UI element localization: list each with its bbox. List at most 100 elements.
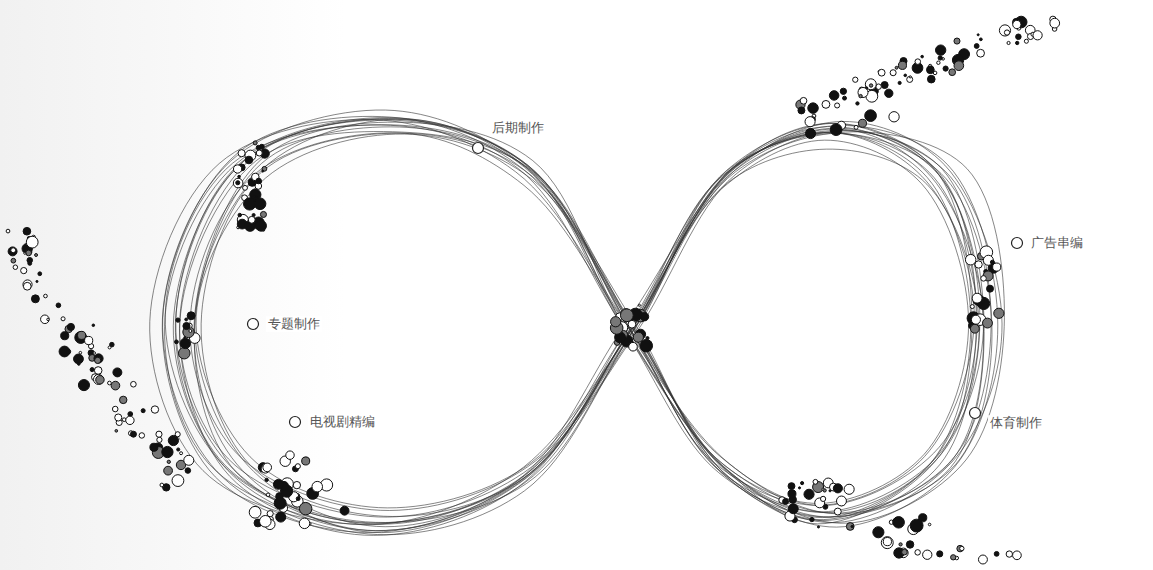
- scatter-dot: [176, 318, 180, 322]
- scatter-dot: [248, 216, 255, 223]
- scatter-dot: [837, 496, 847, 506]
- scatter-dot: [139, 433, 144, 438]
- scatter-dot: [865, 79, 876, 90]
- scatter-dot: [999, 25, 1010, 36]
- label-marker: [248, 319, 259, 330]
- scatter-dot: [23, 282, 31, 290]
- scatter-dot: [262, 170, 264, 172]
- scatter-dot: [249, 506, 261, 518]
- scatter-dot: [35, 254, 38, 257]
- scatter-dot: [266, 493, 270, 497]
- scatter-dot: [926, 66, 934, 74]
- scatter-dot: [808, 103, 819, 114]
- scatter-dot: [798, 487, 800, 489]
- scatter-dot: [238, 150, 245, 157]
- scatter-dot: [31, 295, 39, 303]
- scatter-dot: [164, 466, 173, 475]
- scatter-dot: [902, 549, 908, 555]
- scatter-dot: [24, 252, 26, 254]
- scatter-dot: [150, 443, 158, 451]
- scatter-dot: [113, 368, 122, 377]
- scatter-dot: [276, 512, 286, 522]
- scatter-dot: [960, 546, 964, 550]
- loop-line: [175, 119, 979, 522]
- scatter-dot: [881, 82, 888, 89]
- scatter-dot: [1013, 20, 1021, 28]
- scatter-dot: [1006, 551, 1012, 557]
- scatter-dot: [183, 322, 190, 329]
- scatter-dot: [994, 308, 1004, 318]
- scatter-dot: [885, 89, 893, 97]
- scatter-dot: [937, 551, 943, 557]
- scatter-dot: [954, 61, 964, 71]
- scatter-dot: [168, 435, 178, 445]
- scatter-dot: [189, 329, 192, 332]
- scatter-dot: [820, 496, 825, 501]
- scatter-dot: [970, 324, 979, 333]
- scatter-dot: [256, 150, 262, 156]
- scatter-dot: [830, 124, 842, 136]
- scatter-dot: [840, 88, 846, 94]
- scatter-dot: [788, 504, 798, 514]
- scatter-dot: [633, 332, 643, 342]
- scatter-dot: [1016, 41, 1019, 44]
- label-marker: [1012, 238, 1023, 249]
- scatter-dot: [187, 312, 195, 320]
- scatter-dot: [296, 497, 300, 501]
- scatter-dot: [801, 482, 804, 485]
- scatter-dot: [66, 349, 71, 354]
- scatter-dot: [26, 250, 32, 256]
- scatter-dot: [302, 457, 310, 465]
- scatter-dot: [970, 305, 974, 309]
- scatter-dot: [1004, 30, 1009, 35]
- scatter-dot: [26, 236, 38, 248]
- scatter-dot: [185, 468, 191, 474]
- loop-line: [165, 118, 992, 525]
- scatter-dot: [893, 517, 904, 528]
- scatter-dot: [167, 460, 170, 463]
- scatter-dot: [11, 258, 16, 263]
- scatter-dot: [79, 351, 82, 354]
- scatter-dot: [611, 317, 621, 327]
- loop-line: [201, 132, 974, 516]
- scatter-dot: [629, 342, 638, 351]
- scatter-dot: [6, 229, 10, 233]
- scatter-dot: [1024, 39, 1028, 43]
- scatter-dot: [1033, 31, 1042, 40]
- scatter-dot: [957, 545, 963, 551]
- scatter-dot: [856, 102, 859, 105]
- loop-line: [190, 133, 979, 511]
- scatter-dot: [893, 518, 902, 527]
- scatter-dot: [865, 110, 877, 122]
- scatter-dot: [979, 38, 982, 41]
- scatter-dot: [130, 431, 136, 437]
- scatter-dot: [858, 87, 868, 97]
- scatter-dot: [175, 340, 179, 344]
- scatter-dot: [38, 272, 42, 276]
- scatter-dot: [94, 354, 103, 363]
- scatter-dot: [813, 479, 818, 484]
- scatter-dot: [788, 483, 795, 490]
- scatter-dot: [915, 550, 921, 556]
- scatter-dot: [851, 525, 853, 527]
- scatter-dot: [74, 354, 84, 364]
- scatter-dot: [11, 248, 16, 253]
- scatter-dot: [972, 293, 982, 303]
- scatter-dot: [869, 84, 872, 87]
- loop-line: [195, 119, 971, 527]
- scatter-dot: [21, 267, 27, 273]
- scatter-dot: [936, 45, 946, 55]
- scatter-dot: [987, 285, 994, 292]
- scatter-dot: [898, 81, 901, 84]
- scatter-dot: [262, 166, 267, 171]
- scatter-dot: [898, 61, 906, 69]
- loop-line: [162, 110, 998, 532]
- scatter-dot: [178, 347, 190, 359]
- loop-line: [196, 134, 969, 508]
- scatter-dot: [804, 489, 814, 499]
- scatter-dot: [265, 478, 268, 481]
- scatter-dot: [274, 497, 286, 509]
- scatter-dot: [1016, 34, 1022, 40]
- scatter-dot: [185, 318, 188, 321]
